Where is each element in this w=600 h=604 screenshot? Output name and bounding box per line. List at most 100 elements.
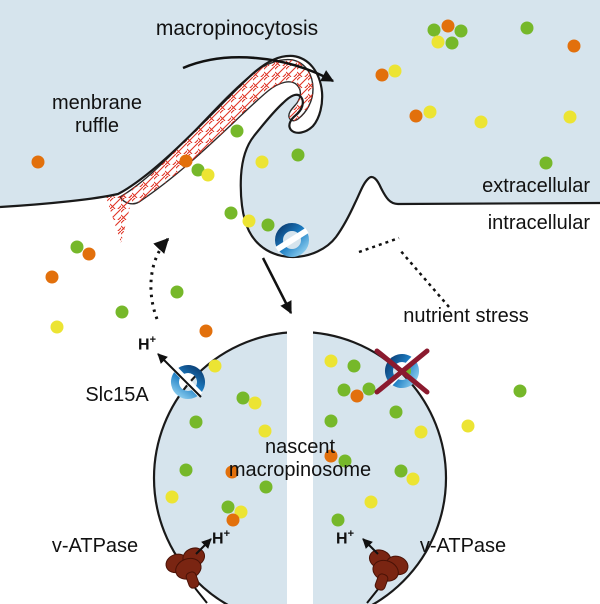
nutrient-dot-yellow xyxy=(406,472,420,486)
nutrient-stress-label: nutrient stress xyxy=(403,305,529,327)
nutrient-dot-green xyxy=(70,240,84,254)
nutrient-dot-yellow xyxy=(461,419,475,433)
nutrient-dots-layer xyxy=(31,19,581,527)
nutrient-dot-orange xyxy=(82,247,96,261)
nutrient-dot-green xyxy=(261,218,275,232)
macropinosome-label: nascent macropinosome xyxy=(229,436,371,482)
proton-label-vatpase-right: H+ xyxy=(336,523,354,550)
macropinosome-split-gap xyxy=(287,324,313,604)
nutrient-dot-yellow xyxy=(474,115,488,129)
nutrient-dot-green xyxy=(189,415,203,429)
nutrient-dot-orange xyxy=(226,513,240,527)
nutrient-dot-orange xyxy=(441,19,455,33)
inhibition-tbar-stem xyxy=(398,248,450,308)
nutrient-dot-yellow xyxy=(208,359,222,373)
nutrient-dot-orange xyxy=(409,109,423,123)
nutrient-dot-green xyxy=(445,36,459,50)
nutrient-dot-yellow xyxy=(563,110,577,124)
proton-h: H xyxy=(138,336,150,354)
nutrient-dot-yellow xyxy=(414,425,428,439)
membrane-ruffle-label-line2: ruffle xyxy=(74,115,120,137)
nutrient-dot-green xyxy=(454,24,468,38)
nutrient-dot-green xyxy=(236,391,250,405)
nutrient-dot-orange xyxy=(31,155,45,169)
nutrient-dot-green xyxy=(324,414,338,428)
macropinosome-label-line1: nascent xyxy=(264,436,336,458)
nutrient-dot-yellow xyxy=(248,396,262,410)
vatpase-right-label: v-ATPase xyxy=(419,535,507,557)
recycling-dashed-arrow xyxy=(149,237,170,320)
nutrient-dot-yellow xyxy=(165,490,179,504)
internalization-arrow xyxy=(261,257,293,315)
proton-label-vatpase-left: H+ xyxy=(212,523,230,550)
vatpase-left-proton-arrow xyxy=(195,538,212,555)
nutrient-dot-orange xyxy=(350,389,364,403)
nutrient-dot-yellow xyxy=(423,105,437,119)
nutrient-dot-yellow xyxy=(431,35,445,49)
nutrient-dot-green xyxy=(191,163,205,177)
extracellular-label: extracellular xyxy=(482,175,590,197)
nutrient-dot-green xyxy=(338,454,352,468)
nutrient-dot-green xyxy=(347,359,361,373)
nutrient-dot-green xyxy=(394,464,408,478)
proton-plus: + xyxy=(149,334,156,346)
nutrient-dot-orange xyxy=(179,154,193,168)
nutrient-dot-green xyxy=(170,285,184,299)
nutrient-dot-yellow xyxy=(234,505,248,519)
slc15a-label: Slc15A xyxy=(85,384,149,406)
nutrient-dot-green xyxy=(179,463,193,477)
plasma-membrane-line xyxy=(0,54,600,259)
macropinosome-label-line2: macropinosome xyxy=(228,459,372,481)
nutrient-dot-orange xyxy=(375,68,389,82)
nutrient-dot-green xyxy=(362,382,376,396)
nutrient-dot-yellow xyxy=(50,320,64,334)
nutrient-dot-yellow xyxy=(258,424,272,438)
nutrient-dot-green xyxy=(520,21,534,35)
membrane-ruffle-label: menbrane ruffle xyxy=(52,92,142,138)
nutrient-dot-yellow xyxy=(388,64,402,78)
proton-h: H xyxy=(336,530,348,548)
nutrient-dot-orange xyxy=(225,465,239,479)
nutrient-dot-green xyxy=(539,156,553,170)
proton-label-slc15a: H+ xyxy=(138,329,156,356)
slc15a-proton-arrow xyxy=(157,353,202,398)
nutrient-dot-yellow xyxy=(364,495,378,509)
nutrient-dot-green xyxy=(259,480,273,494)
actin-meshwork-base xyxy=(106,195,133,243)
nutrient-dot-orange xyxy=(567,39,581,53)
vatpase-stalk-line-left xyxy=(194,587,208,604)
nutrient-dot-orange xyxy=(45,270,59,284)
nutrient-dot-green xyxy=(221,500,235,514)
nutrient-dot-green xyxy=(115,305,129,319)
inhibition-tbar-bar xyxy=(358,236,400,254)
intracellular-label: intracellular xyxy=(487,212,590,234)
vatpase-left-label: v-ATPase xyxy=(51,535,139,557)
nutrient-dot-yellow xyxy=(255,155,269,169)
nutrient-dot-green xyxy=(224,206,238,220)
nutrient-dot-yellow xyxy=(201,168,215,182)
nutrient-dot-yellow xyxy=(242,214,256,228)
proton-h: H xyxy=(212,530,224,548)
membrane-ruffle-label-line1: menbrane xyxy=(51,92,143,114)
blocked-cross-icon xyxy=(374,348,430,395)
nutrient-dot-green xyxy=(513,384,527,398)
macropinocytosis-arrow xyxy=(182,56,335,83)
nutrient-dot-green xyxy=(230,124,244,138)
extracellular-region xyxy=(0,0,600,257)
membrane-transporter-icon xyxy=(277,227,307,253)
nutrient-dot-green xyxy=(337,383,351,397)
title-macropinocytosis: macropinocytosis xyxy=(155,17,319,40)
nutrient-dot-yellow xyxy=(324,354,338,368)
vatpase-stalk-line-right xyxy=(366,587,380,604)
nutrient-dot-orange xyxy=(199,324,213,338)
actin-meshwork xyxy=(120,59,313,204)
nutrient-dot-green xyxy=(427,23,441,37)
nutrient-dot-green xyxy=(331,513,345,527)
nutrient-dot-orange xyxy=(324,449,338,463)
proton-plus: + xyxy=(347,528,354,540)
nutrient-dot-green xyxy=(389,405,403,419)
nutrient-dot-green xyxy=(291,148,305,162)
vatpase-right-proton-arrow xyxy=(362,538,379,555)
